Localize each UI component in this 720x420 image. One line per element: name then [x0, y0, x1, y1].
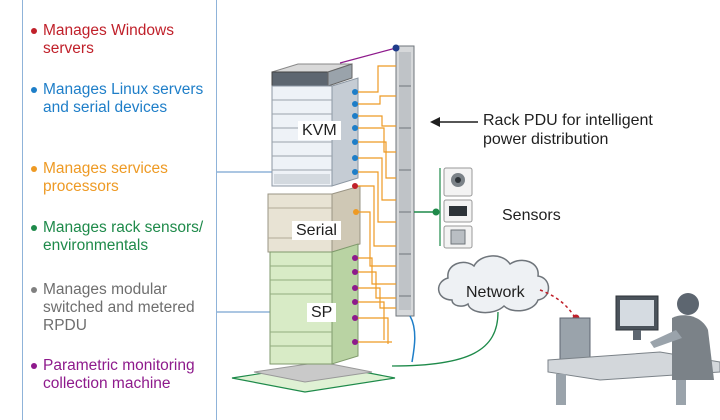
legend-text: Manages Windows servers	[43, 22, 174, 57]
sensor-bracket	[414, 168, 441, 246]
legend-text: Parametric monitoring collection machine	[43, 357, 195, 392]
rack-pdu	[395, 45, 415, 317]
legend-item-linux: Manages Linux servers and serial devices	[31, 81, 216, 117]
rack-base-top	[253, 361, 373, 383]
sp-label: SP	[307, 303, 337, 322]
legend-item-sensors: Manages rack sensors/ environmentals	[31, 219, 216, 255]
serial-units	[267, 185, 361, 253]
network-cloud	[438, 255, 550, 314]
legend-text: Manages modular switched and metered RPD…	[43, 281, 195, 334]
pdu-uplink	[339, 47, 397, 64]
legend-text: Manages rack sensors/ environmentals	[43, 219, 204, 254]
network-label: Network	[466, 284, 525, 301]
power-cables	[355, 65, 396, 344]
operator-workstation	[547, 293, 720, 405]
network-uplink	[391, 311, 499, 367]
camera-sensor	[443, 167, 473, 197]
door-sensor	[443, 225, 473, 249]
legend-bullet	[31, 28, 37, 34]
sensors-label: Sensors	[502, 207, 561, 224]
legend-panel: Manages Windows servers Manages Linux se…	[22, 0, 217, 420]
legend-bullet	[31, 87, 37, 93]
pdu-uplink-dot	[392, 44, 400, 52]
pdu-arrowhead	[430, 117, 440, 127]
legend-item-monitoring: Parametric monitoring collection machine	[31, 357, 216, 393]
legend-bullet	[31, 287, 37, 293]
legend-item-service-processors: Manages services processors	[31, 160, 216, 196]
legend-bullet	[31, 166, 37, 172]
top-switch	[271, 63, 353, 87]
legend-text: Manages Linux servers and serial devices	[43, 81, 204, 116]
legend-bullet	[31, 363, 37, 369]
legend-text: Manages services processors	[43, 160, 168, 195]
pdu-power-cord	[409, 315, 416, 363]
kvm-label: KVM	[298, 121, 341, 140]
temperature-sensor	[443, 199, 473, 223]
legend-item-windows: Manages Windows servers	[31, 22, 216, 58]
rack-diagram	[217, 44, 720, 405]
serial-label: Serial	[292, 221, 341, 240]
server-ports	[352, 89, 359, 345]
legend-bullet	[31, 225, 37, 231]
pdu-label: Rack PDU for intelligent power distribut…	[483, 112, 653, 148]
legend-item-rpdu: Manages modular switched and metered RPD…	[31, 281, 216, 335]
